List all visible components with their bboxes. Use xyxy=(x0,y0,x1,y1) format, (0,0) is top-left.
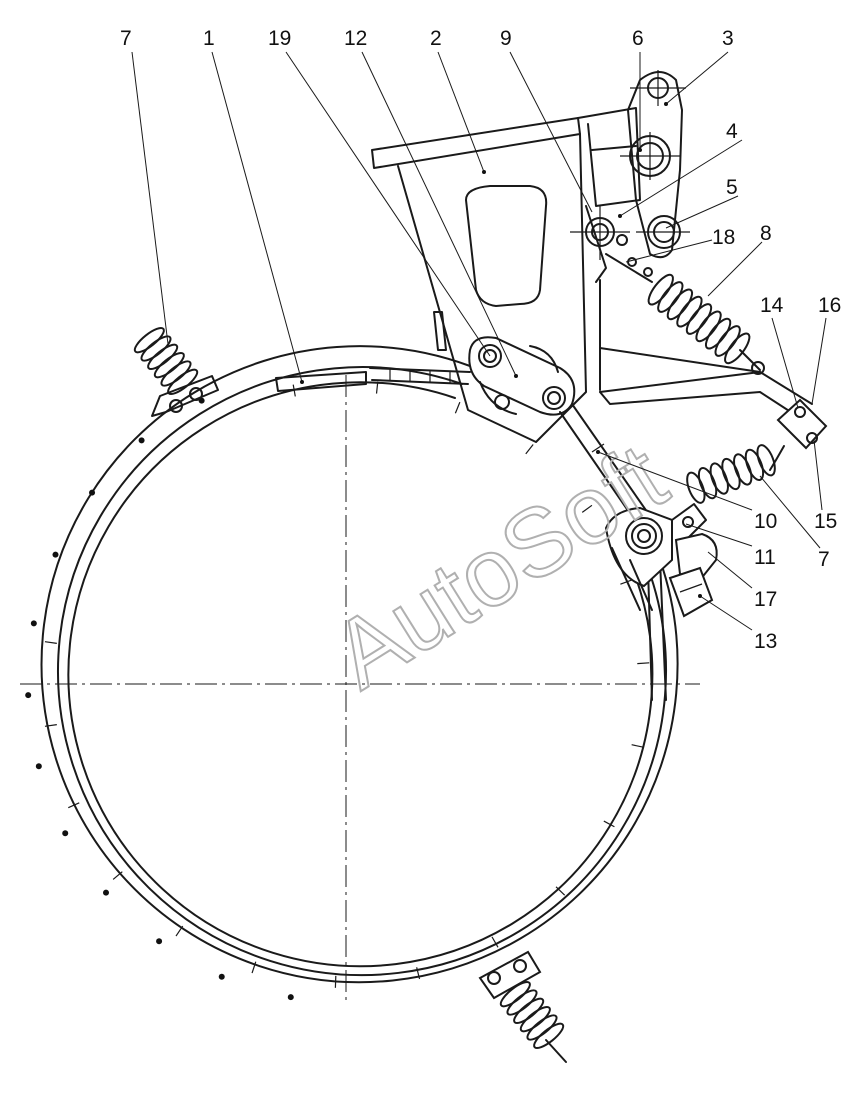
callout-3: 3 xyxy=(722,27,734,50)
callout-13: 13 xyxy=(754,630,777,653)
callout-5: 5 xyxy=(726,176,738,199)
callout-2: 2 xyxy=(430,27,442,50)
brake-band xyxy=(25,345,679,1001)
callout-11: 11 xyxy=(754,546,776,569)
callout-1: 1 xyxy=(203,27,215,50)
callout-17: 17 xyxy=(754,588,777,611)
pivot-assembly xyxy=(604,503,718,618)
callout-4: 4 xyxy=(726,120,738,143)
band-rivets xyxy=(25,397,294,1001)
pin-9 xyxy=(570,205,630,260)
adjuster-block xyxy=(769,398,828,471)
spring-7-top-left xyxy=(133,327,219,417)
callout-18: 18 xyxy=(712,226,735,249)
lever-bracket xyxy=(371,107,641,443)
rod-10 xyxy=(559,403,651,529)
callout-9: 9 xyxy=(500,27,512,50)
spring-7-right xyxy=(686,444,776,504)
callout-15: 15 xyxy=(814,510,837,533)
callout-7-top: 7 xyxy=(120,27,132,50)
leader-lines xyxy=(131,51,827,631)
callout-7-right: 7 xyxy=(818,548,830,571)
spring-bottom xyxy=(478,950,567,1063)
leader-dots xyxy=(300,102,702,598)
callout-6: 6 xyxy=(632,27,644,50)
spring-8 xyxy=(605,253,765,375)
callout-12: 12 xyxy=(344,27,367,50)
callout-16: 16 xyxy=(818,294,841,317)
link-plate xyxy=(620,70,690,259)
callout-8: 8 xyxy=(760,222,772,245)
callout-10: 10 xyxy=(754,510,777,533)
callout-14: 14 xyxy=(760,294,784,317)
callout-19: 19 xyxy=(268,27,291,50)
center-axes xyxy=(20,375,700,1005)
callout-labels: 7 1 19 12 2 9 6 3 4 5 18 8 14 16 10 15 1… xyxy=(120,27,841,653)
adjuster-arm xyxy=(599,347,813,419)
